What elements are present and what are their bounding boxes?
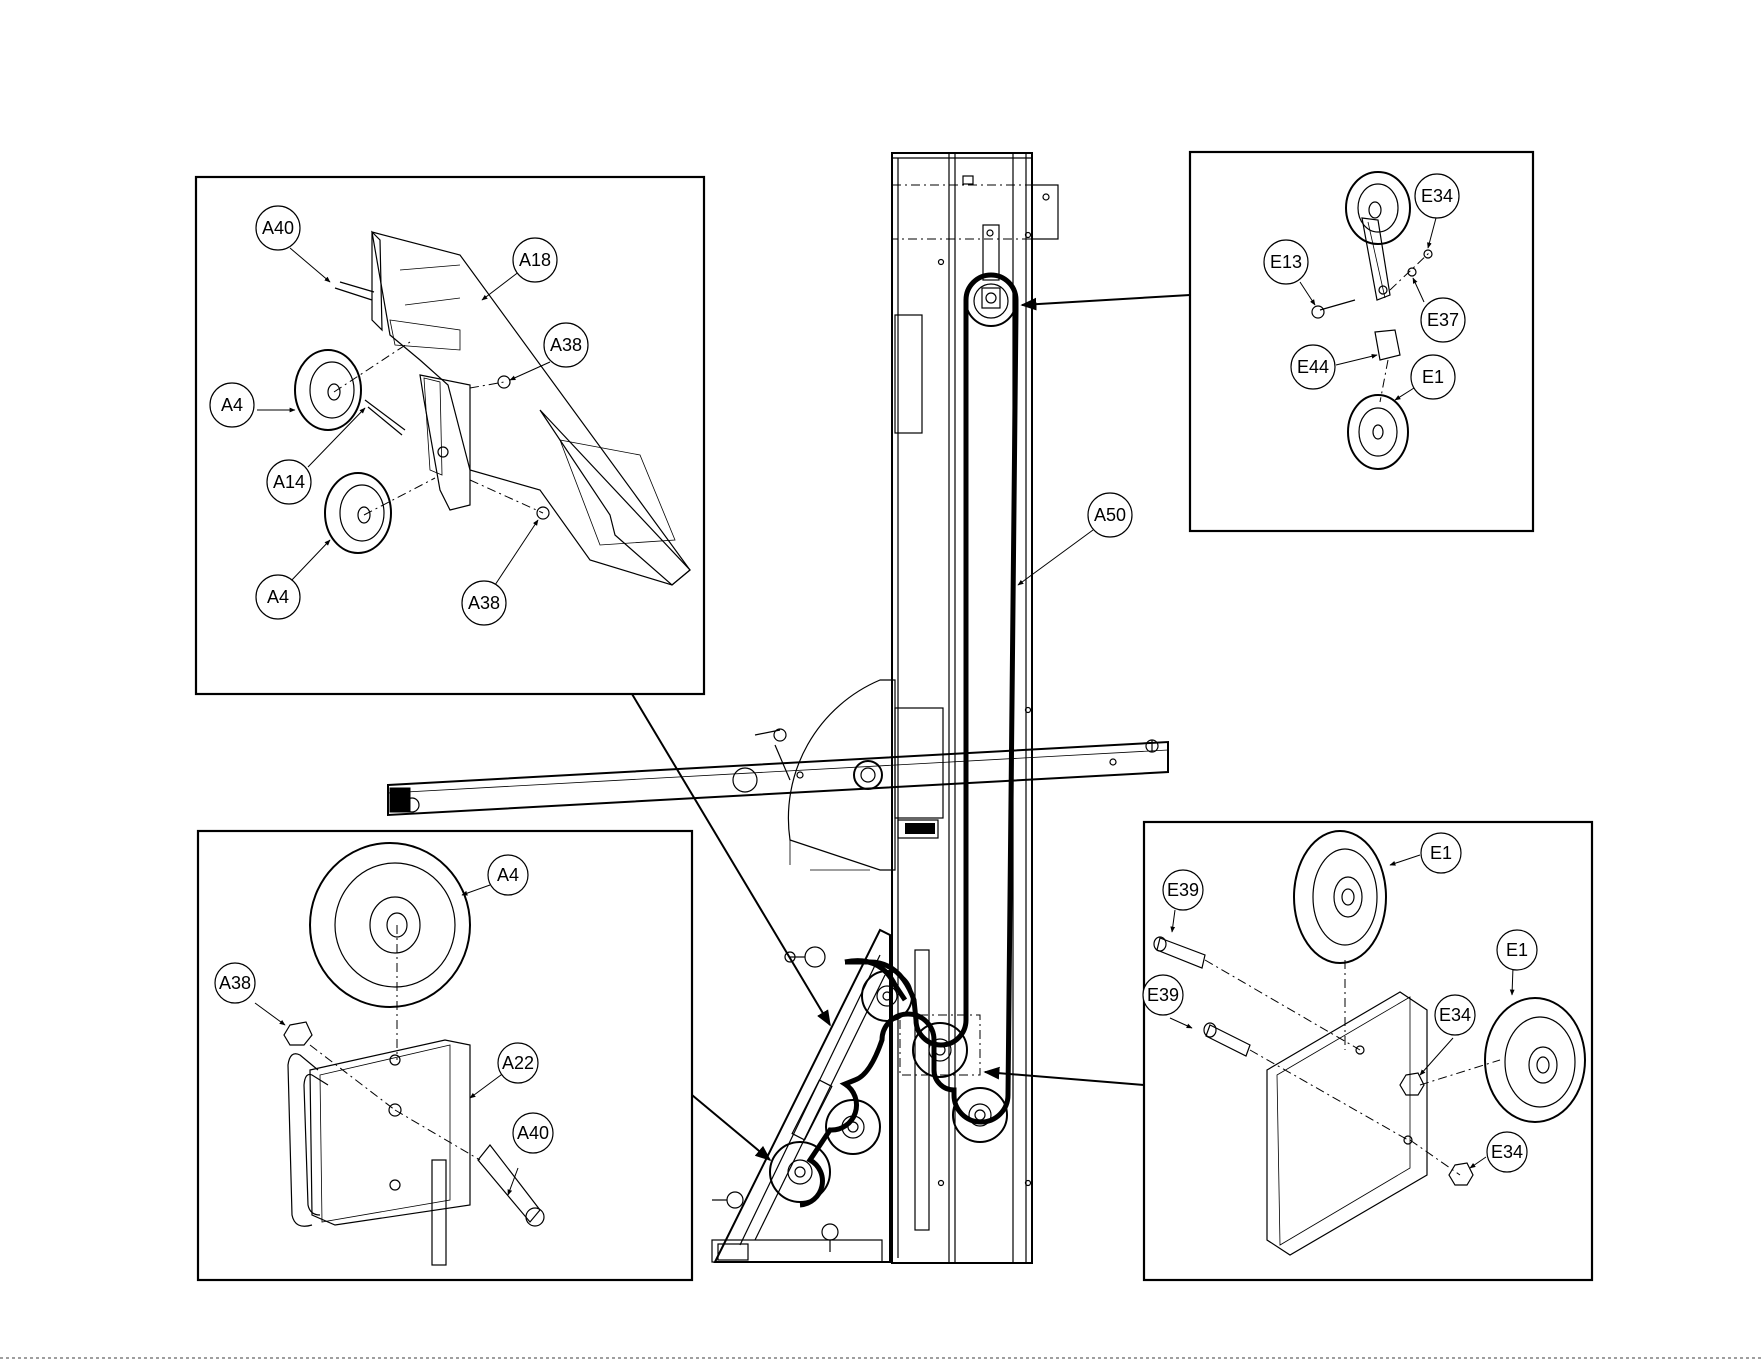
- horizontal-arm: [388, 680, 1168, 870]
- callout-label: A14: [273, 472, 305, 492]
- callout-e13: E13: [1264, 240, 1308, 284]
- callout-label: E34: [1439, 1005, 1471, 1025]
- callout-e1-top: E1: [1411, 355, 1455, 399]
- callout-a18: A18: [513, 238, 557, 282]
- detail-box-arm-pulley: [198, 831, 692, 1280]
- callout-label: A38: [468, 593, 500, 613]
- vertical-guide-bar: [915, 950, 929, 1230]
- callout-label: E44: [1297, 357, 1329, 377]
- callout-a14: A14: [267, 460, 311, 504]
- angled-arm: [712, 930, 890, 1262]
- callout-a38-top: A38: [544, 323, 588, 367]
- callout-label: E34: [1491, 1142, 1523, 1162]
- callout-label: A4: [267, 587, 289, 607]
- callout-label: A38: [219, 973, 251, 993]
- callout-e39-bottom-right-top: E39: [1163, 870, 1203, 910]
- detail-box-top-pulley: [1190, 152, 1533, 531]
- callout-a22: A22: [498, 1043, 538, 1083]
- detail-box-tower-pulleys: [1144, 822, 1592, 1280]
- callout-e37: E37: [1421, 298, 1465, 342]
- callout-label: E1: [1430, 843, 1452, 863]
- callout-label: A50: [1094, 505, 1126, 525]
- callout-a4-top: A4: [210, 383, 254, 427]
- callout-label: E1: [1422, 367, 1444, 387]
- lower-pulleys: [770, 971, 1007, 1202]
- callout-label: A4: [497, 865, 519, 885]
- callout-e34-bottom-right-low: E34: [1487, 1132, 1527, 1172]
- callout-a40-bottom-left: A40: [513, 1113, 553, 1153]
- callout-label: A22: [502, 1053, 534, 1073]
- callout-label: E39: [1147, 985, 1179, 1005]
- callout-label: E39: [1167, 880, 1199, 900]
- main-tower-assembly: [388, 153, 1168, 1263]
- callout-e34-top: E34: [1415, 174, 1459, 218]
- callout-e44: E44: [1291, 345, 1335, 389]
- callout-label: A38: [550, 335, 582, 355]
- callout-a38-bottom-left: A38: [215, 963, 255, 1003]
- callout-a4-mid: A4: [256, 575, 300, 619]
- callout-e39-bottom-right-lower: E39: [1143, 975, 1183, 1015]
- belt-a50: [800, 275, 1016, 1205]
- callout-label: E37: [1427, 310, 1459, 330]
- callout-e1-bottom-right-top: E1: [1421, 833, 1461, 873]
- detail-reference-arrows: [632, 295, 1190, 1160]
- callout-a40-top: A40: [256, 206, 300, 250]
- callout-label: A40: [262, 218, 294, 238]
- callout-label: A40: [517, 1123, 549, 1143]
- callout-label: E13: [1270, 252, 1302, 272]
- callout-a50: A50: [1088, 493, 1132, 537]
- callout-label: A4: [221, 395, 243, 415]
- callout-label: E1: [1506, 940, 1528, 960]
- callout-e34-bottom-right-mid: E34: [1435, 995, 1475, 1035]
- callout-e1-bottom-right-side: E1: [1497, 930, 1537, 970]
- callout-a4-bottom-left: A4: [488, 855, 528, 895]
- callout-a38-mid: A38: [462, 581, 506, 625]
- callout-label: E34: [1421, 186, 1453, 206]
- callout-label: A18: [519, 250, 551, 270]
